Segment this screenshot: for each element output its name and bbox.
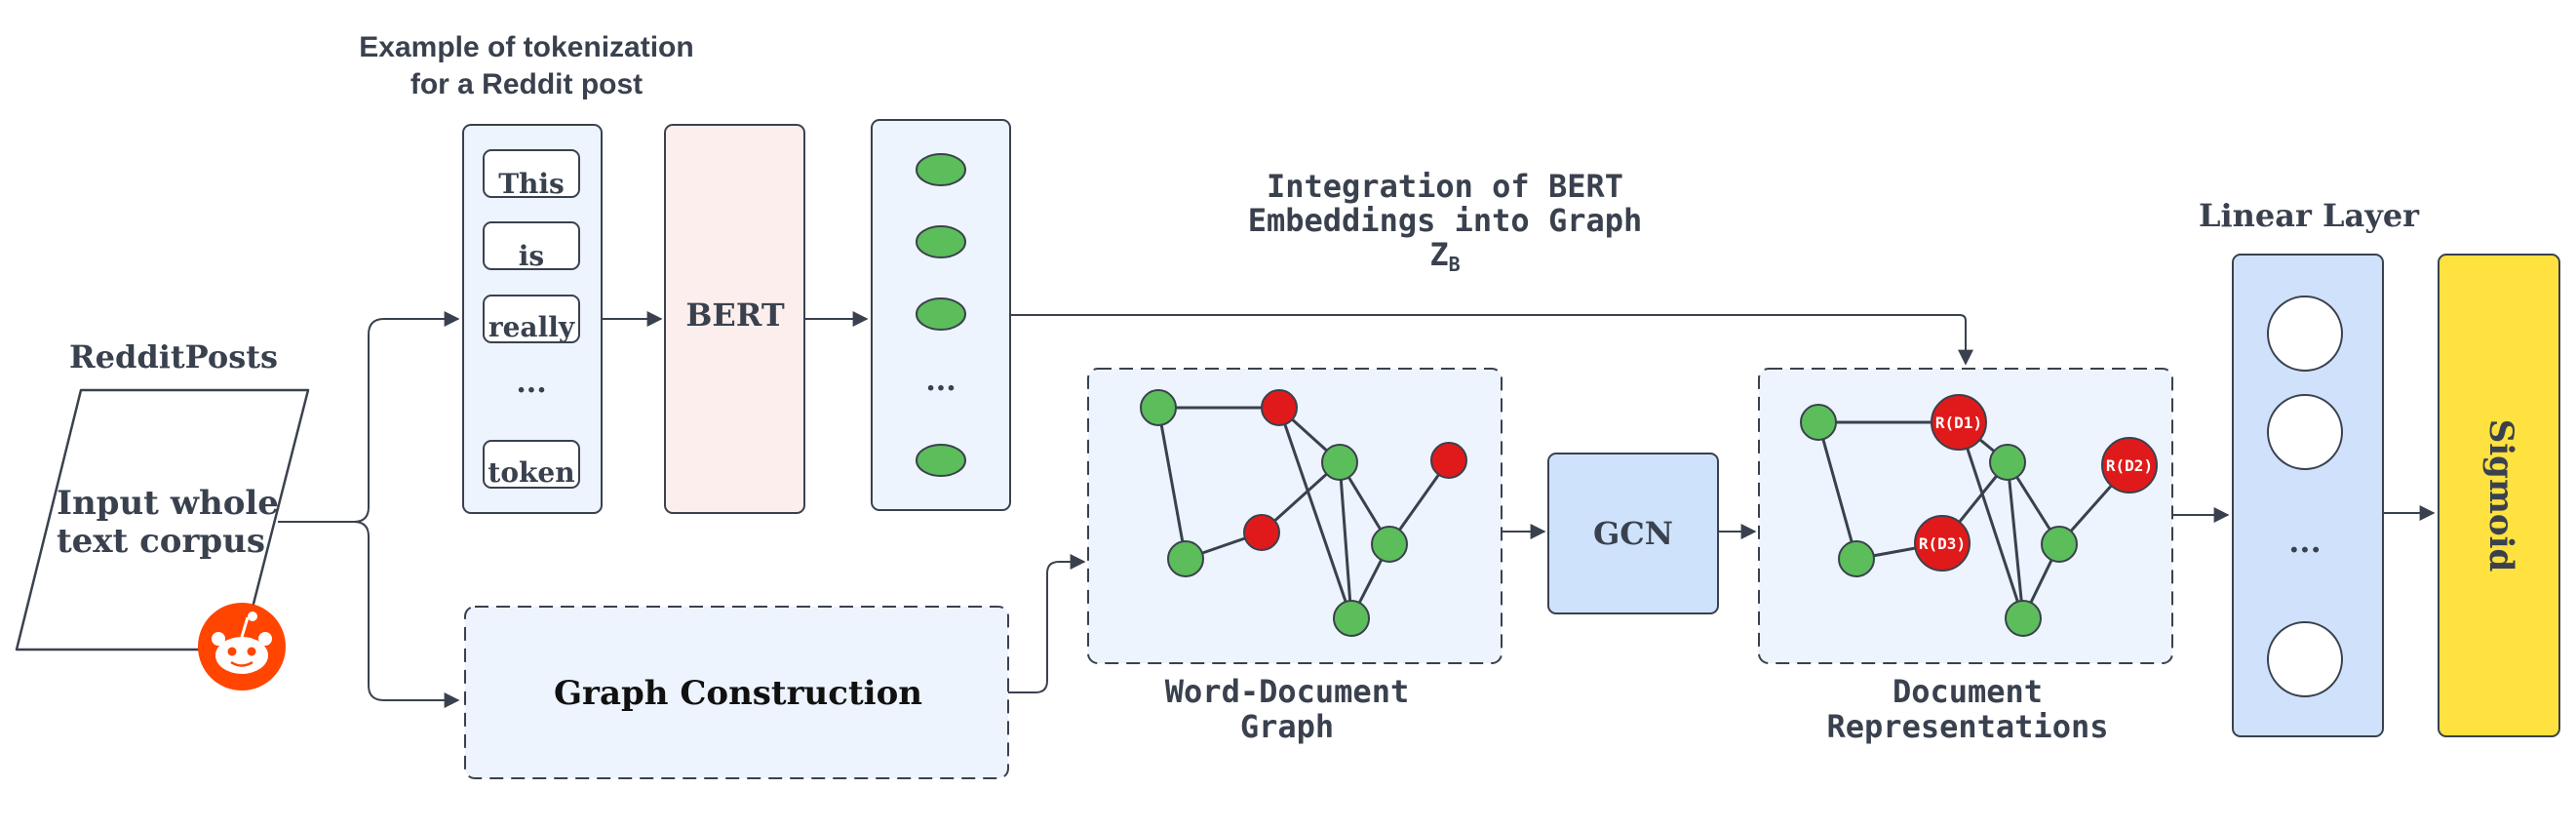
token-this-label: This — [498, 168, 565, 200]
linear-layer-title: Linear Layer — [2199, 197, 2420, 234]
linear-neuron — [2267, 394, 2343, 470]
token-ellipsis: ... — [516, 366, 546, 400]
token-box-is: is — [483, 221, 580, 272]
integration-symbol: ZB — [1429, 236, 1460, 276]
linear-layer-neurons — [2267, 296, 2343, 697]
sigmoid-box — [2438, 254, 2560, 737]
linear-neuron — [2267, 621, 2343, 697]
graph-node-word — [1800, 404, 1837, 441]
graph-node-word — [1167, 540, 1204, 577]
graph-node-word — [1371, 526, 1408, 563]
graph-node-document — [1430, 442, 1467, 479]
graph-node-word — [1321, 444, 1358, 481]
embeddings-ellipsis: ... — [925, 364, 956, 398]
document-representations-line1: Document — [1893, 673, 2043, 710]
integration-line1: Integration of BERT — [1267, 168, 1623, 205]
graph-edge — [2006, 461, 2025, 619]
graph-edge — [1277, 407, 1353, 619]
token-box-really: really — [483, 295, 580, 343]
graph-node-word — [1989, 444, 2026, 481]
graph-node-word — [1140, 389, 1177, 426]
construction-to-graph-arrow — [1008, 554, 1086, 693]
graph-edge — [1957, 421, 2025, 619]
document-representations-line2: Representations — [1827, 708, 2109, 745]
gcn-box — [1547, 453, 1719, 614]
tokenization-title-line2: for a Reddit post — [410, 68, 643, 100]
embedding-node — [916, 297, 966, 331]
reddit-posts-header: RedditPosts — [69, 338, 278, 375]
sigmoid-label: Sigmoid — [2481, 419, 2520, 572]
graph-edge — [1816, 421, 1858, 560]
integration-line2: Embeddings into Graph — [1248, 202, 1643, 239]
gcn-label: GCN — [1593, 515, 1673, 552]
integration-arrow — [1010, 314, 1973, 366]
graph-node-document — [1261, 389, 1298, 426]
word-document-graph-line2: Graph — [1240, 708, 1334, 745]
embedding-node — [916, 444, 966, 477]
graph-node-word — [1838, 540, 1875, 577]
representation-node-d1 — [1931, 394, 1987, 451]
graph-node-word — [2005, 600, 2042, 637]
representation-node-d3-label: R(D3) — [1919, 534, 1966, 553]
linear-layer-ellipsis: ... — [2288, 523, 2321, 560]
representation-node-d2 — [2101, 437, 2158, 493]
graph-node-word — [2041, 526, 2078, 563]
token-token-label: token — [488, 456, 574, 489]
word-document-graph-nodes — [1140, 389, 1467, 637]
representation-node-d2-label: R(D2) — [2106, 456, 2153, 475]
input-split-connector — [278, 311, 460, 708]
word-document-graph-line1: Word-Document — [1165, 673, 1409, 710]
input-corpus-line2: text corpus — [57, 522, 265, 561]
input-corpus-line1: Input whole — [57, 484, 279, 523]
representation-node-d3 — [1914, 515, 1971, 572]
graph-edge — [1156, 407, 1188, 560]
reddit-logo-icon — [198, 603, 286, 691]
embedding-node — [916, 225, 966, 258]
embedding-node — [916, 153, 966, 186]
graph-construction-box — [464, 606, 1009, 779]
word-document-graph-box — [1087, 368, 1503, 664]
token-is-label: is — [519, 240, 544, 272]
graph-edge — [1338, 461, 1353, 619]
token-box-token: token — [483, 440, 580, 489]
graph-node-document — [1243, 514, 1280, 551]
representation-graph-nodes — [1800, 394, 2158, 637]
graph-node-word — [1333, 600, 1370, 637]
graph-construction-label: Graph Construction — [554, 674, 922, 713]
representation-node-d1-label: R(D1) — [1935, 414, 1982, 432]
token-really-label: really — [488, 311, 575, 343]
token-box-this: This — [483, 149, 580, 200]
linear-neuron — [2267, 296, 2343, 372]
embedding-nodes — [916, 153, 966, 477]
bert-label: BERT — [685, 296, 784, 334]
tokenization-title-line1: Example of tokenization — [359, 31, 693, 63]
linear-layer-box — [2232, 254, 2384, 737]
